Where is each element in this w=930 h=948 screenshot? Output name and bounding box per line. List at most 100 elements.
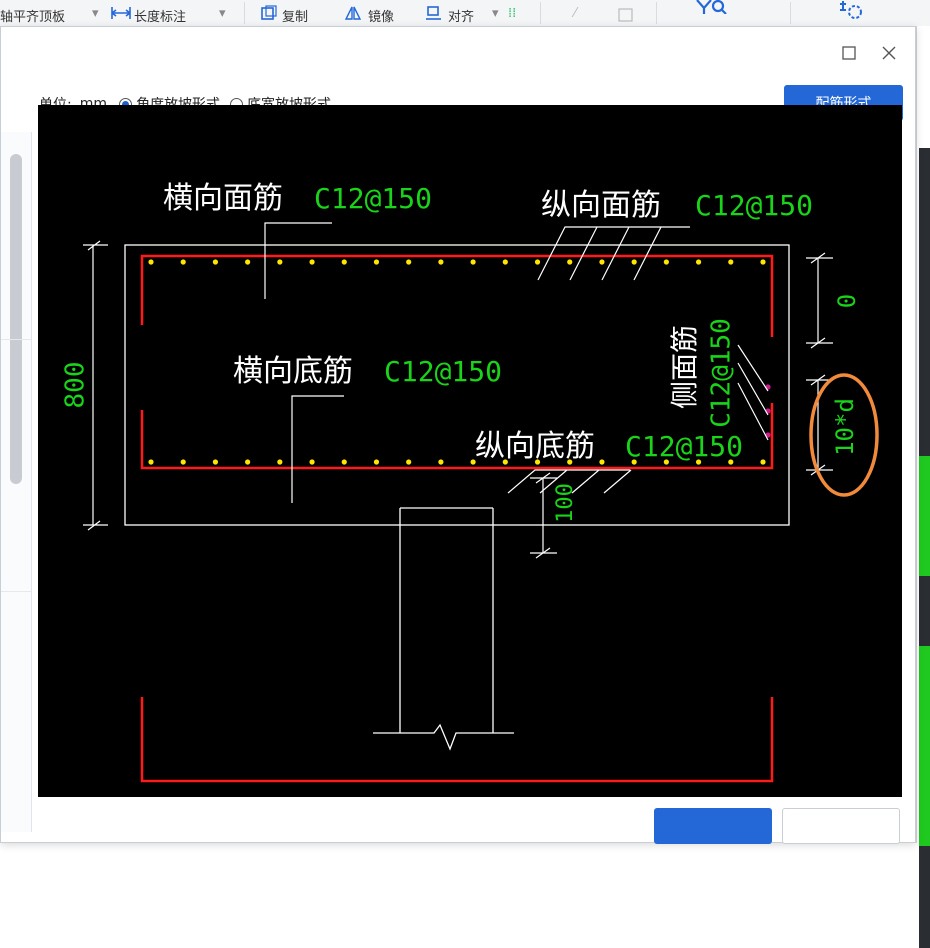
anchor-dimension-line [806, 374, 833, 476]
dimension-icon [110, 5, 132, 25]
height-dimension-line [83, 240, 108, 531]
pen-icon[interactable]: ⁄ [574, 6, 577, 21]
side-rebar-label: 侧面筋 [668, 325, 701, 409]
toolbar-separator [540, 2, 541, 24]
top-rebar-dot [470, 259, 476, 265]
top-rebar [140, 254, 774, 337]
split-icon[interactable]: ⁞⁞ [508, 6, 517, 21]
highlight-circle [809, 373, 879, 497]
top-rebar-dot [599, 259, 605, 265]
bottom-longitudinal-label: 纵向底筋 [475, 429, 595, 464]
bottom-cover-dimension-text: 100 [553, 483, 578, 523]
bottom-rebar-dot [631, 459, 637, 465]
top-rebar-dot [502, 259, 508, 265]
bottom-rebar-dot [148, 459, 154, 465]
top-rebar-dot [567, 259, 573, 265]
top-transverse-label: 横向面筋 [163, 181, 283, 216]
side-rebar-leader [737, 344, 769, 441]
section-drawing: 800 0 10*d 100 横向面筋 C12@150 纵向面筋 C12@150… [61, 181, 879, 783]
left-list-panel [1, 132, 32, 832]
list-divider [1, 591, 31, 592]
ok-button[interactable] [654, 808, 772, 844]
top-rebar-dot [180, 259, 186, 265]
bottom-transverse-label: 横向底筋 [233, 354, 353, 389]
toolbar-item-length-dimension[interactable]: 长度标注 [134, 10, 187, 25]
bottom-rebar-dot [277, 459, 283, 465]
bottom-rebar-dot [695, 459, 702, 465]
top-cover-dimension-line [806, 252, 833, 349]
node-select-icon[interactable] [838, 0, 864, 26]
bottom-rebar-dot [341, 459, 347, 465]
toolbar-item-align[interactable]: 对齐 [448, 10, 475, 25]
bottom-rebar-dot [760, 459, 766, 465]
top-rebar-dot [631, 259, 637, 265]
dropdown-arrow-icon[interactable]: ▾ [492, 6, 499, 21]
toolbar-item-mirror[interactable]: 镜像 [368, 10, 395, 25]
align-icon [425, 5, 443, 25]
square-icon[interactable] [618, 8, 634, 26]
top-cover-dimension-text: 0 [833, 294, 861, 308]
toolbar-separator [656, 2, 657, 24]
bottom-rebar [140, 403, 774, 470]
copy-icon [260, 5, 278, 25]
section-drawing-canvas[interactable]: 800 0 10*d 100 横向面筋 C12@150 纵向面筋 C12@150… [38, 105, 902, 797]
bottom-rebar-dot [663, 459, 669, 465]
bottom-longitudinal-value: C12@150 [625, 430, 743, 463]
top-rebar-dot [534, 259, 541, 265]
dropdown-arrow-icon[interactable]: ▾ [219, 6, 226, 21]
bottom-rebar-dot [406, 459, 412, 465]
top-rebar-dot [277, 259, 283, 265]
bottom-transverse-leader [291, 395, 344, 503]
bottom-rebar-dot [373, 459, 380, 465]
bottom-rebar-dot [534, 459, 541, 465]
top-rebar-dots [148, 259, 766, 265]
top-rebar-dot [245, 259, 251, 265]
mirror-icon [344, 5, 362, 25]
cancel-button[interactable] [782, 808, 900, 844]
bottom-transverse-value: C12@150 [384, 355, 502, 388]
top-longitudinal-value: C12@150 [695, 189, 813, 222]
bottom-rebar-dot [309, 459, 315, 465]
top-rebar-dot [373, 259, 380, 265]
maximize-icon[interactable] [837, 41, 861, 65]
slab-outline [124, 244, 790, 526]
break-line [373, 723, 514, 751]
column-outline [399, 507, 494, 733]
top-rebar-dot [406, 259, 412, 265]
bottom-rebar-dot [728, 459, 734, 465]
top-rebar-dot [728, 259, 734, 265]
toolbar-separator [790, 2, 791, 24]
background-toolbar: 轴平齐顶板 ▾ 长度标注 ▾ 复制 镜像 对齐 ▾ ⁞⁞ ⁄ [0, 0, 930, 27]
list-divider [1, 339, 31, 340]
bottom-rebar-dot [470, 459, 476, 465]
top-rebar-dot [309, 259, 315, 265]
dialog-title-bar[interactable] [1, 27, 915, 81]
top-longitudinal-label: 纵向面筋 [541, 188, 661, 223]
side-rebar-value: C12@150 [707, 318, 737, 428]
anchor-dimension-text: 10*d [831, 398, 859, 456]
bottom-rebar-dot [438, 459, 444, 465]
dropdown-arrow-icon[interactable]: ▾ [92, 6, 99, 21]
toolbar-item-copy[interactable]: 复制 [282, 10, 309, 25]
tree-search-icon[interactable] [694, 0, 728, 18]
close-icon[interactable] [877, 41, 901, 65]
bottom-rebar-dot [567, 459, 573, 465]
toolbar-item-align-top[interactable]: 轴平齐顶板 [0, 10, 66, 25]
top-rebar-dot [663, 259, 669, 265]
top-transverse-leader [264, 222, 332, 299]
background-green-strip [919, 646, 930, 846]
top-rebar-dot [212, 259, 219, 265]
top-rebar-dot [148, 259, 154, 265]
top-transverse-value: C12@150 [314, 182, 432, 215]
bottom-rebar-dot [502, 459, 508, 465]
bottom-longitudinal-leader [507, 469, 632, 494]
bottom-rebar-dot [599, 459, 605, 465]
top-longitudinal-leader [537, 226, 690, 281]
top-rebar-dot [438, 259, 444, 265]
footing-rebar [140, 697, 774, 783]
scrollbar-thumb[interactable] [10, 154, 22, 484]
bottom-rebar-dot [245, 459, 251, 465]
height-dimension-text: 800 [61, 362, 91, 409]
bottom-rebar-dot [180, 459, 186, 465]
bottom-cover-dimension-line [530, 472, 557, 559]
